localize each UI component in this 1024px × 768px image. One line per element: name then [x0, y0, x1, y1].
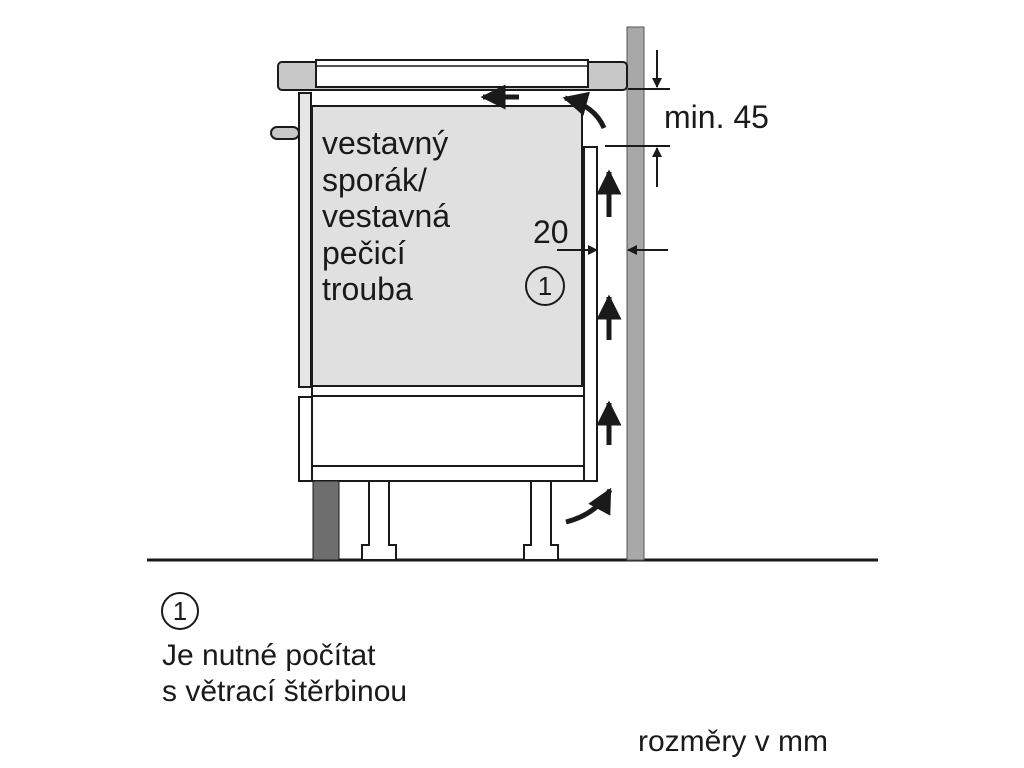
- appliance-label-line: trouba: [322, 271, 413, 307]
- cabinet-base: [311, 465, 585, 482]
- rear-gap-label: 20: [533, 214, 569, 250]
- appliance-label-line: vestavný: [322, 125, 449, 161]
- oven-front-panel: [298, 92, 312, 388]
- units-note: rozměry v mm: [638, 725, 828, 758]
- top-gap-label: min. 45: [664, 99, 769, 135]
- footnote-line: s větrací štěrbinou: [162, 675, 408, 708]
- top-gap-dimension: [605, 50, 670, 187]
- appliance-label: vestavný sporák/ vestavná pečicí trouba: [322, 125, 450, 308]
- oven-knob: [270, 126, 300, 140]
- cabinet-foot-right: [523, 480, 559, 561]
- plinth: [312, 480, 340, 561]
- cabinet-back-panel: [583, 146, 598, 482]
- oven-body: [311, 105, 583, 387]
- airflow-arrow-icon: [562, 91, 607, 130]
- cabinet-frame: [311, 385, 585, 469]
- appliance-label-line: vestavná: [322, 198, 451, 234]
- airflow-arrow-icon: [565, 487, 613, 525]
- appliance-label-line: sporák/: [322, 161, 427, 198]
- cooktop-glass: [315, 59, 589, 88]
- footnote-marker: 1: [161, 592, 199, 630]
- drawer-front: [298, 396, 313, 482]
- cabinet-foot-left: [361, 480, 397, 561]
- airflow-arrows: [480, 84, 622, 525]
- callout-marker: 1: [525, 266, 565, 306]
- footnote-text: Je nutné počítat s větrací štěrbinou: [162, 638, 407, 710]
- rear-wall: [626, 26, 645, 561]
- appliance-label-line: pečicí: [322, 234, 406, 271]
- footnote-line: Je nutné počítat: [162, 639, 376, 672]
